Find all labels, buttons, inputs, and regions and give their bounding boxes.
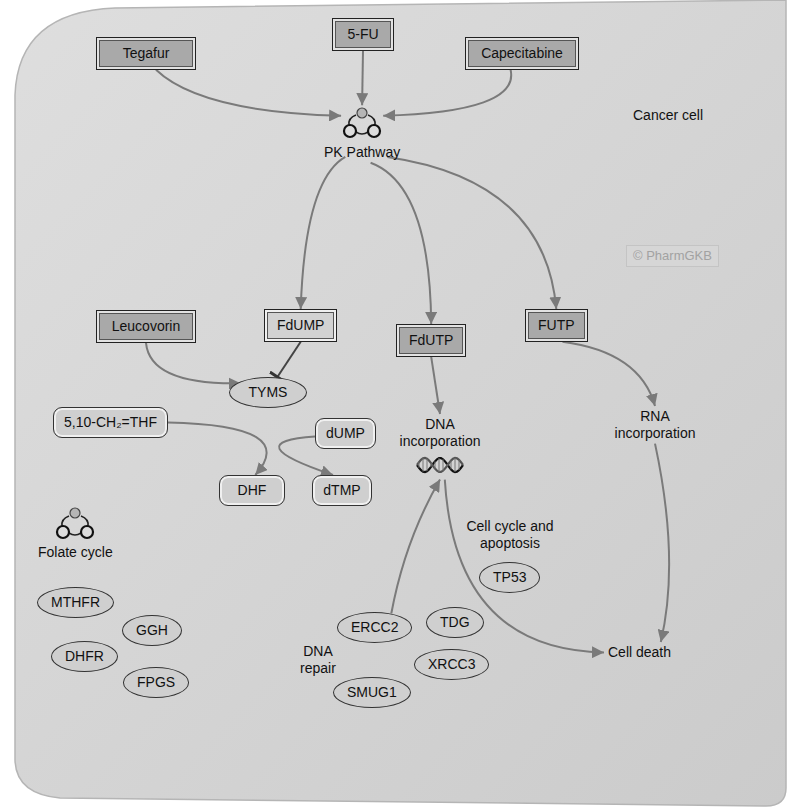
compound-box: Leucovorin bbox=[96, 310, 196, 343]
node-text: dUMP bbox=[326, 425, 365, 441]
compound-box: 5,10-CH₂=THF bbox=[53, 407, 168, 438]
arrow-connector bbox=[371, 163, 432, 324]
node-text: 5-FU bbox=[347, 26, 378, 42]
cell-outline bbox=[15, 0, 786, 806]
arrow-connector bbox=[361, 51, 364, 105]
pathway-icon bbox=[342, 106, 382, 142]
arrow-connector bbox=[301, 157, 346, 309]
node-text: SMUG1 bbox=[347, 684, 397, 700]
compound-box: FUTP bbox=[525, 309, 588, 342]
node-text: TP53 bbox=[493, 569, 526, 585]
node-text: XRCC3 bbox=[428, 656, 475, 672]
compound-box: FdUMP bbox=[264, 309, 337, 342]
arrow-connector bbox=[146, 343, 241, 383]
process-label: DNA incorporation bbox=[392, 414, 488, 480]
node-text: FdUTP bbox=[409, 332, 453, 348]
inhibition-connector bbox=[277, 342, 300, 377]
watermark: © PharmGKB bbox=[626, 245, 719, 267]
compound-box: Capecitabine bbox=[465, 37, 579, 70]
arrow-connector bbox=[168, 422, 267, 475]
node-text: DHF bbox=[238, 482, 267, 498]
annotation-label: Cell cycle and apoptosis bbox=[465, 518, 555, 552]
node-text: Leucovorin bbox=[112, 318, 181, 334]
gene-ellipse: ERCC2 bbox=[337, 612, 412, 643]
compound-box: Tegafur bbox=[96, 37, 196, 70]
node-text: dTMP bbox=[323, 482, 360, 498]
arrow-connector bbox=[391, 480, 440, 614]
arrow-connector bbox=[156, 70, 341, 116]
compound-box: dTMP bbox=[312, 475, 372, 506]
node-text: FPGS bbox=[137, 674, 175, 690]
folate-cycle-icon bbox=[57, 508, 93, 538]
gene-ellipse: GGH bbox=[122, 615, 182, 646]
gene-ellipse: SMUG1 bbox=[333, 677, 411, 708]
gene-ellipse: TYMS bbox=[229, 377, 307, 408]
arrow-connector bbox=[563, 342, 656, 406]
gene-ellipse: XRCC3 bbox=[414, 649, 489, 680]
compound-box: 5-FU bbox=[332, 18, 394, 51]
arrow-connector bbox=[387, 157, 556, 309]
process-label: RNA incorporation bbox=[607, 406, 703, 444]
compound-box: dUMP bbox=[315, 418, 376, 449]
node-text: ERCC2 bbox=[351, 619, 398, 635]
process-label: Cell death bbox=[604, 642, 675, 663]
gene-ellipse: TP53 bbox=[479, 562, 540, 593]
node-text: FdUMP bbox=[277, 317, 324, 333]
dna-helix bbox=[415, 453, 465, 477]
arrow-connector bbox=[431, 357, 440, 414]
node-text: DNA incorporation bbox=[400, 416, 481, 449]
node-text: Tegafur bbox=[123, 45, 170, 61]
node-text: MTHFR bbox=[51, 594, 100, 610]
arrow-connector bbox=[383, 70, 511, 116]
compound-box: FdUTP bbox=[396, 324, 466, 357]
node-text: RNA incorporation bbox=[615, 408, 696, 441]
node-text: TYMS bbox=[249, 384, 288, 400]
node-text: DHFR bbox=[65, 648, 104, 664]
gene-ellipse: DHFR bbox=[51, 641, 118, 672]
process-label: PK Pathway bbox=[320, 104, 404, 163]
node-text: PK Pathway bbox=[324, 144, 400, 160]
annotation-label: Cancer cell bbox=[633, 107, 703, 124]
annotation-label: DNA repair bbox=[295, 643, 341, 677]
node-text: TDG bbox=[440, 614, 470, 630]
node-text: GGH bbox=[136, 622, 168, 638]
gene-ellipse: MTHFR bbox=[37, 587, 114, 618]
gene-ellipse: FPGS bbox=[123, 667, 189, 698]
node-text: Capecitabine bbox=[481, 45, 563, 61]
annotation-label: Folate cycle bbox=[38, 544, 113, 561]
arrow-connector bbox=[655, 444, 669, 642]
gene-ellipse: TDG bbox=[426, 607, 484, 638]
node-text: FUTP bbox=[538, 317, 575, 333]
compound-box: DHF bbox=[219, 475, 285, 506]
node-text: 5,10-CH₂=THF bbox=[64, 414, 157, 430]
node-text: Cell death bbox=[608, 644, 671, 660]
